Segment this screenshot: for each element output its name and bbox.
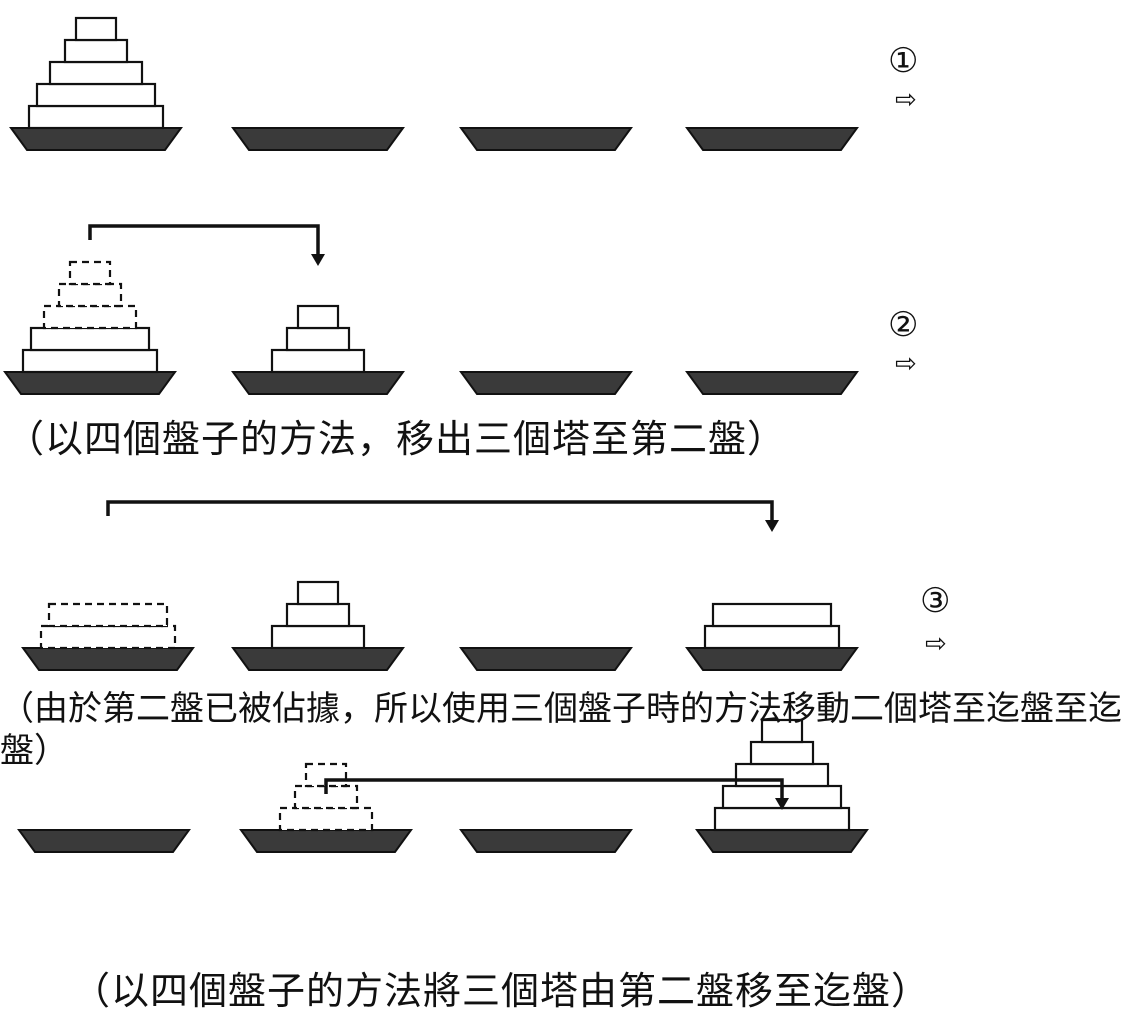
disk-moved-outline bbox=[280, 808, 372, 830]
disk-moved-outline bbox=[49, 604, 167, 626]
disk-moved-outline bbox=[41, 626, 175, 648]
disk bbox=[50, 62, 142, 84]
disk bbox=[287, 328, 349, 350]
peg-base bbox=[687, 128, 857, 150]
disk bbox=[705, 626, 839, 648]
next-step-arrow-icon: ⇨ bbox=[925, 629, 947, 659]
step-1: ①⇨ bbox=[11, 18, 918, 150]
step-4-caption: （以四個盤子的方法將三個塔由第二盤移至迄盤） bbox=[72, 960, 930, 1015]
peg-base bbox=[697, 830, 867, 852]
disk bbox=[31, 328, 149, 350]
next-step-arrow-icon: ⇨ bbox=[895, 349, 917, 379]
disk bbox=[272, 626, 364, 648]
peg-base bbox=[461, 648, 631, 670]
step-3: ③⇨ bbox=[23, 502, 950, 670]
peg-base bbox=[233, 372, 403, 394]
peg-base bbox=[23, 648, 193, 670]
disk bbox=[272, 350, 364, 372]
step-2: ②⇨ bbox=[5, 226, 918, 394]
move-arrowhead bbox=[311, 254, 325, 266]
peg-base bbox=[687, 648, 857, 670]
disk bbox=[65, 40, 127, 62]
peg-base bbox=[233, 648, 403, 670]
step-number-label: ① bbox=[888, 41, 918, 81]
peg-base bbox=[19, 830, 189, 852]
step-3-caption: （由於第二盤已被佔據，所以使用三個盤子時的方法移動二個塔至迄盤至迄盤） bbox=[0, 688, 1122, 772]
move-arrowhead bbox=[765, 520, 779, 532]
peg-base bbox=[5, 372, 175, 394]
disk bbox=[298, 582, 338, 604]
move-arrow bbox=[90, 226, 318, 254]
peg-base bbox=[461, 830, 631, 852]
disk-moved-outline bbox=[44, 306, 136, 328]
peg-base bbox=[11, 128, 181, 150]
peg-base bbox=[241, 830, 411, 852]
disk bbox=[715, 808, 849, 830]
step-number-label: ② bbox=[888, 305, 918, 345]
peg-base bbox=[461, 372, 631, 394]
disk bbox=[37, 84, 155, 106]
disk-moved-outline bbox=[59, 284, 121, 306]
disk bbox=[298, 306, 338, 328]
peg-base bbox=[461, 128, 631, 150]
peg-base bbox=[687, 372, 857, 394]
disk bbox=[713, 604, 831, 626]
peg-base bbox=[233, 128, 403, 150]
disk bbox=[287, 604, 349, 626]
step-2-caption: （以四個盤子的方法，移出三個塔至第二盤） bbox=[6, 408, 786, 463]
disk bbox=[29, 106, 163, 128]
next-step-arrow-icon: ⇨ bbox=[895, 85, 917, 115]
disk-moved-outline bbox=[70, 262, 110, 284]
disk bbox=[23, 350, 157, 372]
step-number-label: ③ bbox=[920, 581, 950, 621]
move-arrow bbox=[326, 780, 782, 798]
move-arrow bbox=[108, 502, 772, 520]
disk bbox=[76, 18, 116, 40]
